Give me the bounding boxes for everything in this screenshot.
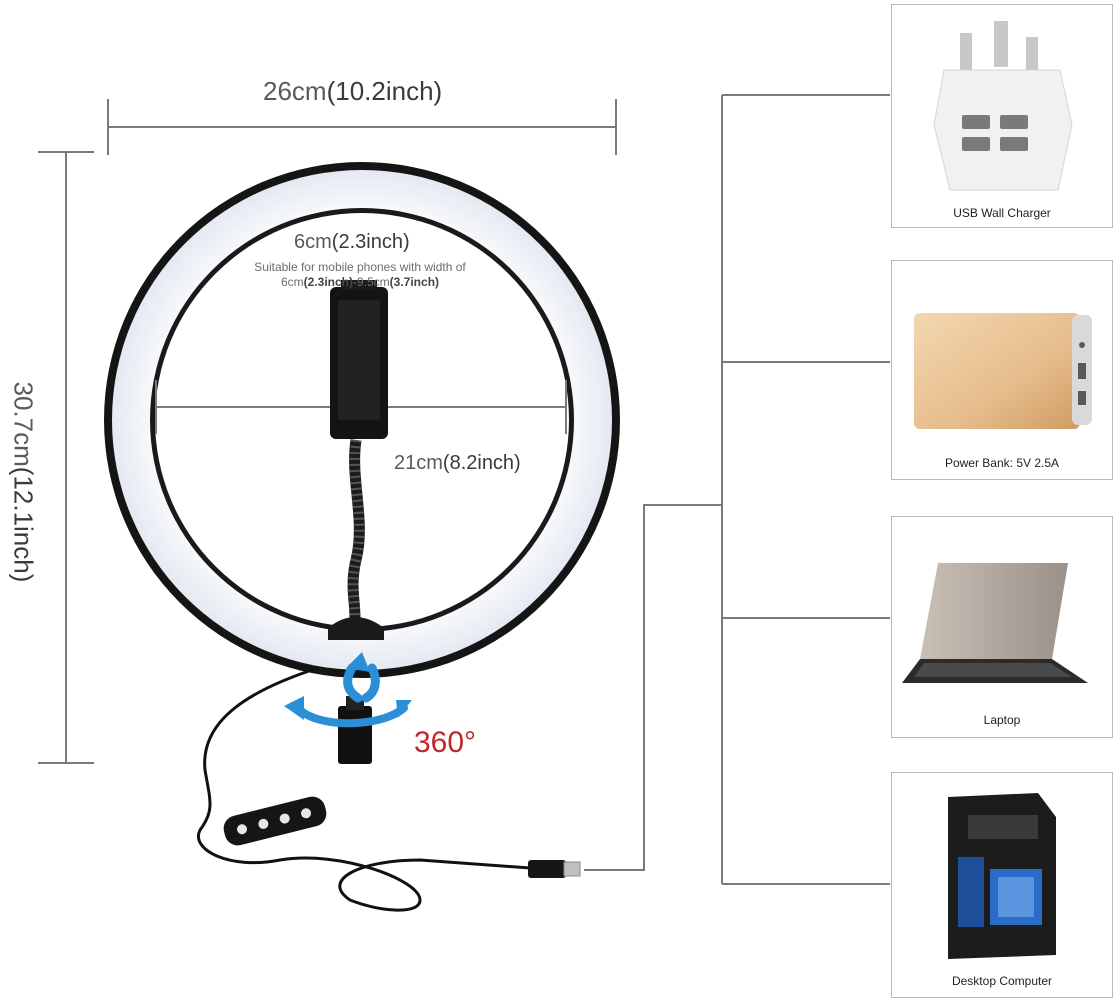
phone-holder bbox=[330, 280, 388, 439]
inline-controller bbox=[223, 796, 327, 846]
holder-cm: 6cm bbox=[294, 231, 332, 253]
device-card-desktop-computer: Desktop Computer bbox=[891, 772, 1113, 998]
device-label-usb-wall-charger: USB Wall Charger bbox=[953, 206, 1051, 220]
usb-wall-charger-image bbox=[933, 21, 1073, 191]
power-bank-image bbox=[914, 313, 1092, 429]
inner-inch: (8.2inch) bbox=[442, 452, 521, 474]
inner-cm: 21cm bbox=[394, 452, 443, 474]
width-dimension-label: 26cm(10.2inch) bbox=[263, 76, 442, 107]
device-card-power-bank: Power Bank: 5V 2.5A bbox=[891, 260, 1113, 480]
note-min-cm: 6cm bbox=[280, 275, 304, 289]
usb-plug bbox=[528, 860, 581, 878]
inner-dimension-label: 21cm(8.2inch) bbox=[394, 452, 521, 475]
desktop-computer-image bbox=[948, 793, 1056, 959]
phone-width-note: Suitable for mobile phones with width of… bbox=[240, 260, 480, 290]
gooseneck-arm bbox=[328, 439, 384, 640]
height-dimension-label: 30.7cm(12.1inch) bbox=[8, 381, 39, 583]
height-dimension-line bbox=[38, 151, 94, 764]
height-inch: (12.1inch) bbox=[8, 466, 39, 583]
holder-inch: (2.3inch) bbox=[331, 231, 410, 253]
width-cm: 26cm bbox=[263, 76, 327, 106]
width-inch: (10.2inch) bbox=[326, 76, 443, 106]
rotation-label: 360° bbox=[414, 726, 477, 759]
note-min-inch: (2.3inch) bbox=[303, 275, 353, 289]
usb-cable bbox=[196, 666, 531, 912]
note-line-1: Suitable for mobile phones with width of bbox=[254, 260, 466, 274]
height-cm: 30.7cm bbox=[8, 381, 39, 467]
device-card-usb-wall-charger: USB Wall Charger bbox=[891, 4, 1113, 228]
connector-lines bbox=[584, 94, 890, 885]
laptop-image bbox=[902, 563, 1088, 683]
device-card-laptop: Laptop bbox=[891, 516, 1113, 738]
width-dimension-line bbox=[107, 99, 617, 155]
note-line-2: 6cm(2.3inch)-9.5cm(3.7inch) bbox=[240, 275, 480, 290]
holder-dimension-label: 6cm(2.3inch) bbox=[294, 231, 410, 254]
device-label-laptop: Laptop bbox=[983, 713, 1021, 727]
rotation-indicator bbox=[284, 652, 412, 764]
note-max-inch: (3.7inch) bbox=[389, 275, 440, 289]
note-separator: -9.5cm bbox=[352, 275, 390, 289]
device-label-power-bank: Power Bank: 5V 2.5A bbox=[944, 456, 1060, 470]
device-label-desktop-computer: Desktop Computer bbox=[951, 974, 1053, 988]
